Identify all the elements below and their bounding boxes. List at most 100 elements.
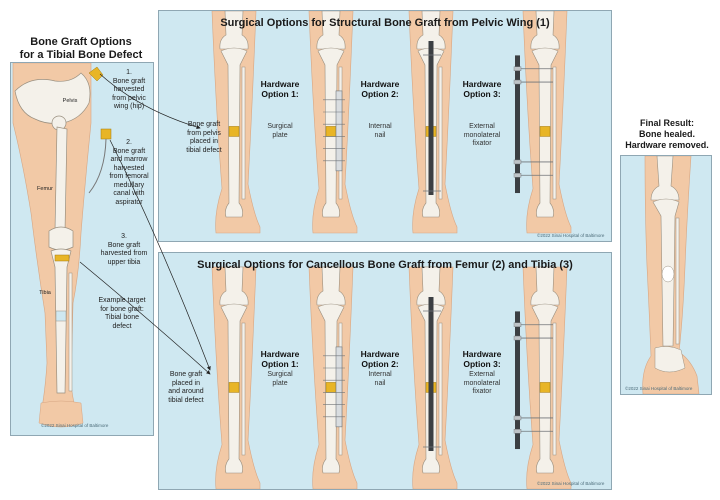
copyright: ©2022 Sinai Hospital of Baltimore	[537, 481, 605, 486]
cancellous-graft-illustration	[211, 266, 572, 489]
harvest-illustration	[12, 63, 112, 428]
option2-desc-line: nail	[374, 131, 386, 139]
option3-desc-line: monolateral	[463, 379, 501, 387]
graft-line: Bone graft	[169, 371, 203, 378]
graft-line: placed in	[189, 138, 219, 145]
option1-desc-line: Surgical	[267, 123, 293, 130]
copyright: ©2022 Sinai Hospital of Baltimore	[537, 233, 605, 238]
graft-label: Bone graft placed in and around tibial d…	[163, 371, 209, 405]
target-line: defect	[112, 322, 132, 330]
option3-desc-line: External	[469, 123, 495, 130]
step2-line: and marrow	[110, 156, 148, 163]
final-title-line1: Final Result:	[639, 118, 694, 128]
step1-line: from pelvic	[112, 94, 146, 102]
step1-line: Bone graft	[112, 77, 146, 85]
option2-title: Hardware Option 2:	[355, 349, 405, 369]
option3-title: Hardware Option 3:	[457, 349, 507, 369]
leg-internal-nail	[408, 266, 458, 489]
step2-line: from femoral	[109, 173, 149, 180]
option3-title-line: Option 3:	[463, 359, 501, 369]
step2-line: medullary	[113, 181, 145, 189]
left-title-line1: Bone Graft Options	[30, 36, 132, 48]
option3-desc-line: fixator	[472, 140, 492, 147]
final-title-line3: Hardware removed.	[625, 140, 709, 150]
cancellous-panel-title: Surgical Options for Cancellous Bone Gra…	[197, 259, 573, 271]
option2-title-line: Option 2:	[361, 89, 399, 99]
copyright: ©2022 Sinai Hospital of Baltimore	[41, 423, 109, 428]
step3-line: Bone graft	[107, 241, 141, 249]
leg-graft-only	[211, 266, 261, 489]
femur-label: Femur	[37, 186, 53, 192]
option2-title-line: Option 2:	[361, 359, 399, 369]
harvest-panel: 1. Bone graft harvested from pelvic wing…	[10, 62, 154, 436]
option2-desc-line: nail	[374, 379, 386, 387]
healed-leg-illustration	[642, 156, 700, 394]
option3-desc-line: monolateral	[463, 131, 501, 139]
option3-desc-line: External	[469, 371, 495, 378]
target-line: Example target	[98, 297, 146, 304]
option1-title-line: Hardware	[260, 349, 300, 359]
step2-line: Bone graft	[112, 147, 146, 155]
leg-external-fixator	[513, 11, 572, 234]
final-result-panel: ©2022 Sinai Hospital of Baltimore	[620, 155, 712, 395]
step3-label: 3. Bone graft harvested from upper tibia	[95, 233, 153, 267]
option1-desc: Surgical plate	[255, 371, 305, 388]
tibia-label: Tibia	[39, 290, 51, 296]
graft-line: tibial defect	[186, 146, 222, 154]
option3-title: Hardware Option 3:	[457, 79, 507, 99]
graft-line: placed in	[171, 379, 201, 387]
option1-desc-line: Surgical	[267, 371, 293, 378]
step1-label: 1. Bone graft harvested from pelvic wing…	[105, 69, 153, 112]
option2-desc: Internal nail	[355, 371, 405, 388]
option2-title-line: Hardware	[360, 79, 400, 89]
target-line: for bone graft:	[100, 305, 144, 313]
option3-title-line: Option 3:	[463, 89, 501, 99]
graft-line: tibial defect	[168, 396, 204, 404]
option1-desc-line: plate	[272, 131, 288, 139]
structural-graft-illustration	[211, 11, 572, 234]
graft-line: from pelvis	[187, 129, 221, 137]
option1-title-line: Option 1:	[261, 359, 299, 369]
leg-external-fixator	[513, 266, 572, 489]
final-title-line2: Bone healed.	[638, 129, 695, 139]
option2-title: Hardware Option 2:	[355, 79, 405, 99]
option3-title-line: Hardware	[462, 349, 502, 359]
cancellous-graft-panel: Surgical Options for Cancellous Bone Gra…	[158, 252, 612, 490]
step2-label: 2. Bone graft and marrow harvested from …	[105, 139, 153, 207]
option1-title: Hardware Option 1:	[255, 349, 305, 369]
step1-line: harvested	[113, 86, 145, 93]
pelvis-label: Pelvis	[62, 98, 78, 104]
option1-title: Hardware Option 1:	[255, 79, 305, 99]
copyright: ©2022 Sinai Hospital of Baltimore	[625, 386, 693, 391]
leg-internal-nail	[408, 11, 458, 234]
option3-title-line: Hardware	[462, 79, 502, 89]
structural-panel-title: Surgical Options for Structural Bone Gra…	[220, 17, 550, 29]
graft-label: Bone graft from pelvis placed in tibial …	[181, 121, 227, 155]
graft-line: Bone graft	[187, 121, 221, 128]
leg-surgical-plate	[308, 11, 358, 234]
option1-title-line: Option 1:	[261, 89, 299, 99]
option1-desc-line: plate	[272, 379, 288, 387]
option1-desc: Surgical plate	[255, 123, 305, 140]
left-title-line2: for a Tibial Bone Defect	[19, 49, 143, 61]
structural-graft-panel: Surgical Options for Structural Bone Gra…	[158, 10, 612, 242]
option3-desc: External monolateral fixator	[455, 371, 509, 397]
leg-graft-only	[211, 11, 261, 234]
leg-surgical-plate	[308, 266, 358, 489]
step3-line: upper tibia	[107, 258, 141, 266]
option1-title-line: Hardware	[260, 79, 300, 89]
step3-number: 3.	[121, 233, 127, 240]
graft-line: and around	[168, 388, 204, 395]
option2-desc-line: Internal	[368, 371, 392, 378]
step3-line: harvested from	[100, 250, 148, 257]
target-line: Tibial bone	[105, 314, 139, 321]
option3-desc: External monolateral fixator	[455, 123, 509, 149]
step2-line: harvested	[113, 164, 145, 172]
final-result-title: Final Result: Bone healed. Hardware remo…	[614, 118, 720, 151]
step1-line: wing (hip)	[113, 103, 145, 110]
option2-desc-line: Internal	[368, 123, 392, 130]
target-label: Example target for bone graft: Tibial bo…	[91, 297, 153, 331]
step2-line: canal with	[113, 190, 145, 197]
step1-number: 1.	[126, 69, 132, 76]
step2-line: aspirator	[115, 198, 143, 206]
